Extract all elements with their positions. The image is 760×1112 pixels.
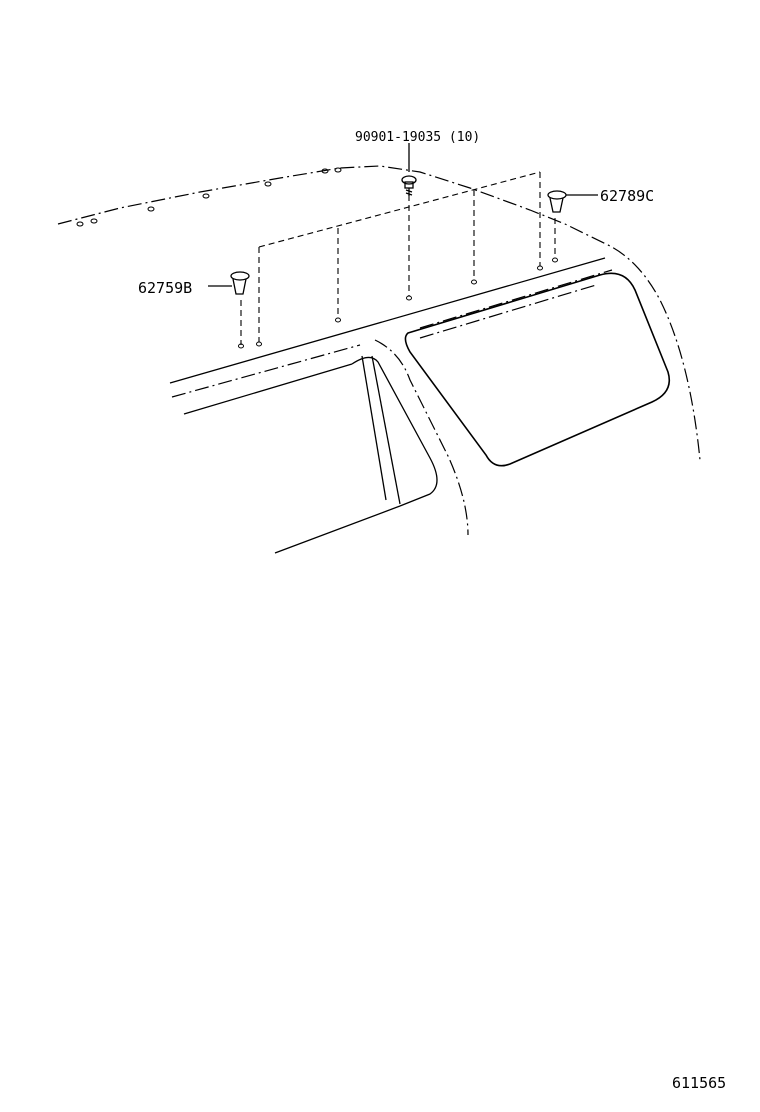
figure-number: 611565 bbox=[672, 1074, 726, 1092]
callout-clip-left: 62759B bbox=[138, 279, 192, 297]
callout-bolt: 90901-19035 (10) bbox=[355, 130, 480, 145]
callout-clip-right: 62789C bbox=[600, 187, 654, 205]
headliner-panel bbox=[238, 171, 558, 349]
clip-62759b-icon bbox=[208, 271, 250, 295]
rear-window bbox=[404, 272, 671, 467]
bolt-icon bbox=[401, 143, 417, 196]
roof-dimples bbox=[76, 167, 342, 227]
clip-62789c-icon bbox=[547, 190, 598, 213]
roof-outline bbox=[57, 165, 701, 461]
roof-side-rails bbox=[169, 257, 613, 415]
door-window bbox=[274, 339, 469, 554]
